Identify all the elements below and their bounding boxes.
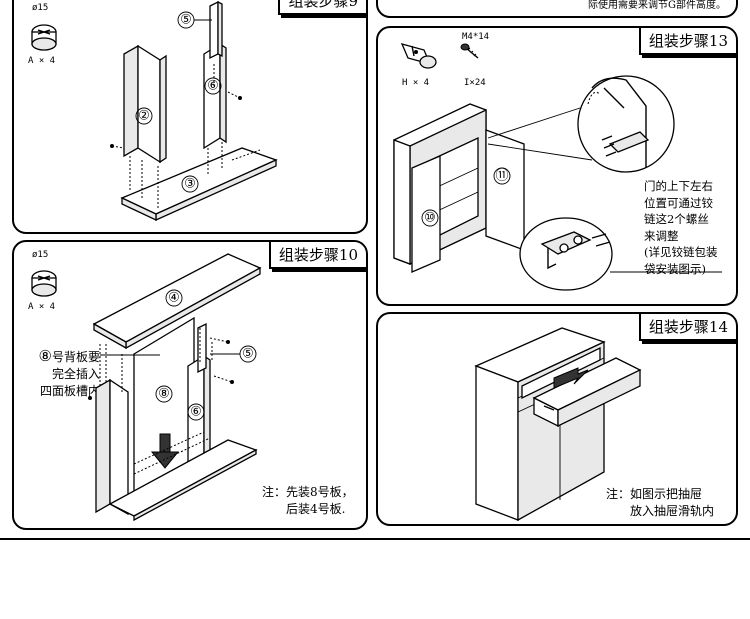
step-10-label-8: ⑧ [158,387,170,402]
hinge-icon [400,43,437,69]
step-13-screw-spec: M4*14 [462,32,490,42]
step-13-hinge-qty: H × 4 [402,78,430,88]
step-9-label-5: ⑤ [180,13,192,28]
drawer [532,357,642,428]
step-13-panel: 组装步骤13 M4*14 H × 4 I×24 门的上下左右 位置可通过铰 链这… [376,26,738,306]
cabinet-body [474,327,606,522]
step-10-part-qty: A × 4 [28,302,56,312]
step-14-note: 注：如图示把抽屉 放入抽屉滑轨内 [606,487,715,518]
side-panel-left [123,44,167,164]
assembly-instruction-sheet: 组装步骤9 ø15 A × 4 [0,0,750,540]
previous-step-text: 际使用需要来调节G部件高度。 [588,0,726,11]
bottom-board [108,439,258,522]
step-10-title: 组装步骤10 [268,242,366,269]
step-13-label-11: ⑪ [495,169,508,184]
sheet-bottom-border [0,538,750,540]
step-13-diagram: ⑩ ⑪ [393,43,722,291]
bottom-board [120,147,278,222]
step-10-part-size: ø15 [32,250,49,260]
step-9-panel: 组装步骤9 ø15 A × 4 [12,0,368,234]
door-right [485,129,525,251]
step-13-label-10: ⑩ [424,211,436,226]
top-board [92,253,262,350]
step-9-label-6: ⑥ [207,79,219,94]
step-9-label-2: ② [138,109,150,124]
step-10-note: 注：先装8号板， 后装4号板. [262,485,354,516]
step-9-diagram: ⑤ ② ⑥ ③ [31,0,278,222]
hinge-adjust-magnifier [519,217,722,291]
push-arrow-icon [553,367,589,389]
step-10-callout: ⑧号背板要 完全插入 四面板槽内 [38,347,100,399]
step-13-title: 组装步骤13 [638,28,736,55]
step-14-diagram [474,327,642,522]
step-10-label-5: ⑤ [242,347,254,362]
step-9-title: 组装步骤9 [278,0,366,15]
step-9-part-qty: A × 4 [28,56,56,66]
left-side-panel [95,378,129,516]
cam-lock-icon [31,24,57,51]
step-10-panel: 组装步骤10 ø15 A × 4 ⑧号背板要 完全插入 四面板槽内 注：先装8号… [12,240,368,530]
partition-panel [203,42,227,150]
previous-step-strip: 际使用需要来调节G部件高度。 [376,0,738,18]
step-10-callout-num: ⑧ [38,347,52,365]
step-9-part-size: ø15 [32,3,49,13]
screw-icon [460,43,479,59]
step-14-title: 组装步骤14 [638,314,736,341]
cam-lock-icon [31,270,57,297]
step-9-label-3: ③ [184,177,196,192]
step-10-label-4: ④ [168,291,180,306]
step-13-screw-qty: I×24 [464,78,486,88]
door-left [411,155,441,273]
step-14-panel: 组装步骤14 注：如图示把抽屉 放入抽屉滑轨内 [376,312,738,526]
top-rail [209,0,223,60]
step-10-label-6: ⑥ [190,405,202,420]
step-10-diagram: ④ ⑤ ⑧ ⑥ [31,253,262,522]
hinge-detail-magnifier [487,75,675,173]
rail [197,322,207,374]
